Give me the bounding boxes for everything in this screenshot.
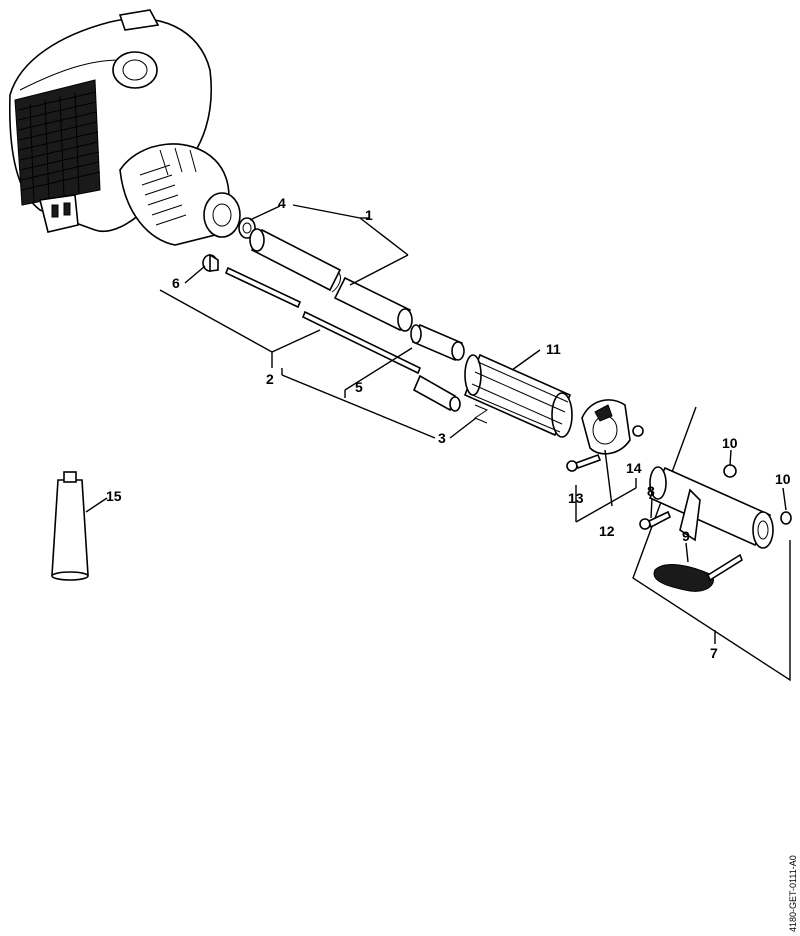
callout-2: 2 <box>266 371 274 387</box>
part-13-screw <box>566 453 602 472</box>
part-8-screw <box>639 510 672 530</box>
part-2-drive-shaft <box>224 266 461 412</box>
callout-1: 1 <box>365 207 373 223</box>
callout-11: 11 <box>546 341 561 357</box>
callout-6: 6 <box>172 275 180 291</box>
part-14-nut <box>632 425 644 437</box>
callout-14: 14 <box>626 460 642 476</box>
part-9-knob <box>653 553 743 592</box>
part-15-grease-tube <box>51 471 89 581</box>
part-12-clamp <box>581 399 631 455</box>
callout-12: 12 <box>599 523 615 539</box>
callout-13: 13 <box>568 490 584 506</box>
document-code: 4180-GET-0111-A0 <box>788 855 798 932</box>
callout-10-b: 10 <box>775 471 791 487</box>
callout-10-a: 10 <box>722 435 738 451</box>
part-5-sleeve <box>410 323 465 362</box>
part-1-drive-tube <box>249 228 413 332</box>
cooling-fins <box>14 79 101 206</box>
callout-7: 7 <box>710 645 718 661</box>
callout-9: 9 <box>682 528 690 544</box>
callouts: 1 4 6 2 5 3 11 14 13 12 15 10 10 8 9 7 <box>106 195 791 661</box>
part-6-bush <box>202 253 219 272</box>
engine-housing <box>8 9 241 246</box>
callout-15: 15 <box>106 488 122 504</box>
part-3-clip <box>473 404 489 424</box>
leader-lines <box>85 204 787 644</box>
callout-5: 5 <box>355 379 363 395</box>
callout-8: 8 <box>647 483 655 499</box>
callout-4: 4 <box>278 195 286 211</box>
callout-3: 3 <box>438 430 446 446</box>
fan-ribs <box>139 147 197 226</box>
part-7-handle-tube <box>648 466 774 549</box>
part-11-av-sleeve <box>463 353 573 438</box>
